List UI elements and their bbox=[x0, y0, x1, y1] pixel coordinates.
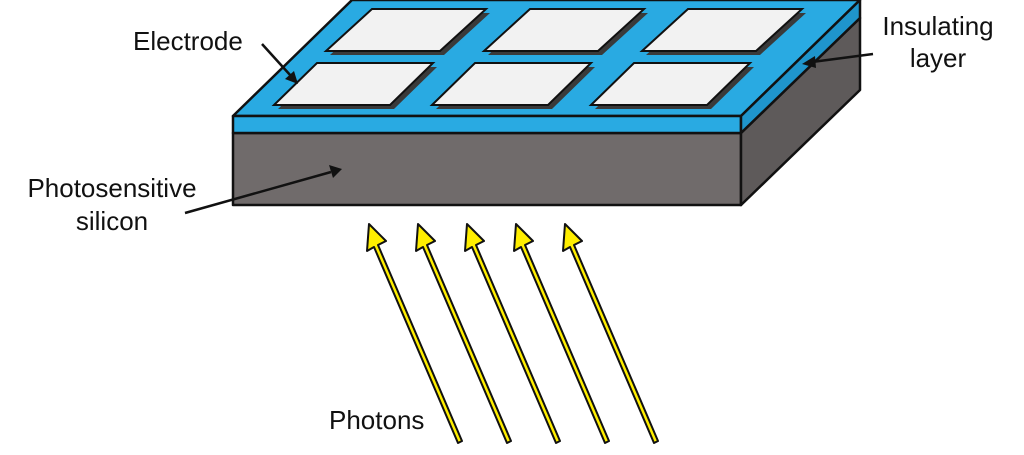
electrode bbox=[323, 8, 490, 55]
electrode bbox=[429, 62, 595, 109]
photon-arrow bbox=[513, 223, 610, 444]
photon-arrow bbox=[415, 223, 512, 444]
electrode bbox=[588, 62, 754, 109]
photon-arrows bbox=[366, 223, 659, 444]
photons-label: Photons bbox=[329, 405, 424, 435]
electrode bbox=[481, 8, 648, 55]
silicon-front-face bbox=[231, 131, 743, 207]
electrode-array bbox=[271, 8, 806, 109]
insulating-layer-front bbox=[231, 114, 743, 135]
insulating-layer-label-line2: layer bbox=[910, 43, 967, 73]
photosensitive-silicon-label-line2: silicon bbox=[76, 206, 148, 236]
leader-lines bbox=[184, 43, 874, 215]
electrode-label: Electrode bbox=[133, 26, 243, 56]
electrode bbox=[639, 8, 806, 55]
photon-arrow bbox=[366, 223, 463, 444]
photosensitive-silicon-label-line1: Photosensitive bbox=[27, 173, 196, 203]
insulating-layer-leader bbox=[802, 52, 874, 68]
insulating-layer-label-line1: Insulating bbox=[882, 11, 993, 41]
photon-arrow bbox=[464, 223, 561, 444]
electrode-leader bbox=[261, 43, 298, 84]
photosensitive-silicon-block bbox=[231, 16, 862, 207]
silicon-leader bbox=[184, 165, 342, 215]
photon-arrow bbox=[562, 223, 659, 444]
insulating-layer-side bbox=[739, 0, 862, 135]
electrode bbox=[271, 62, 437, 109]
labels: Electrode Insulating layer Photosensitiv… bbox=[27, 11, 993, 435]
